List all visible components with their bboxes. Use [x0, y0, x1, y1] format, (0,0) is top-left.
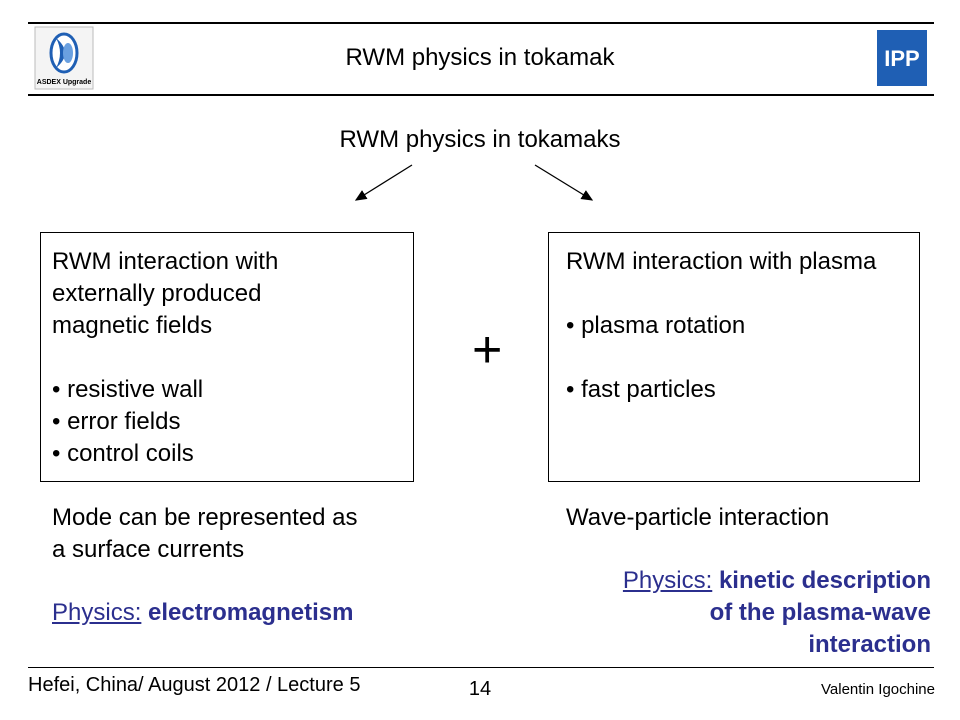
ipp-logo-text: IPP: [884, 46, 919, 71]
right-physics-line: of the plasma-wave: [709, 599, 931, 626]
left-box-heading: RWM interaction with externally produced…: [52, 246, 278, 342]
slide-title: RWM physics in tokamaks: [339, 126, 621, 153]
left-note-line: a surface currents: [52, 536, 245, 563]
arrow-right: [534, 164, 594, 201]
bullet-text: plasma rotation: [581, 312, 746, 339]
right-bullet-item: • plasma rotation: [566, 312, 746, 339]
left-heading-line: externally produced: [52, 280, 262, 307]
right-box-heading: RWM interaction with plasma: [566, 248, 877, 275]
bullet-text: error fields: [67, 408, 181, 435]
right-physics-line: Physics: kinetic description: [540, 565, 931, 597]
bullet-text: control coils: [67, 440, 194, 467]
right-physics: Physics: kinetic description of the plas…: [540, 565, 931, 661]
right-physics-line: interaction: [808, 631, 931, 658]
right-box: [548, 232, 920, 482]
bullet-item: • control coils: [52, 440, 194, 467]
arrow-left: [354, 164, 413, 201]
header-title: RWM physics in tokamak: [345, 44, 615, 71]
physics-text: kinetic description: [718, 567, 931, 594]
left-heading-line: RWM interaction with: [52, 248, 279, 275]
header-bottom-rule: [28, 94, 934, 96]
footer-rule: [28, 667, 934, 668]
footer-author: Valentin Igochine: [821, 681, 935, 698]
asdex-upgrade-logo: ASDEX Upgrade: [34, 26, 94, 90]
bullet-text: resistive wall: [67, 376, 204, 403]
header-top-rule: [28, 22, 934, 24]
ipp-logo: IPP: [877, 30, 927, 86]
plus-sign: +: [472, 321, 503, 379]
bullet-item: • error fields: [52, 408, 181, 435]
physics-link[interactable]: Physics:: [52, 599, 142, 626]
left-note-line: Mode can be represented as: [52, 504, 358, 531]
physics-link[interactable]: Physics:: [622, 567, 713, 594]
left-box-bullets: • resistive wall • error fields • contro…: [52, 374, 203, 470]
left-box: [40, 232, 414, 482]
footer-event: Hefei, China/ August 2012 / Lecture 5: [28, 674, 361, 696]
page-number: 14: [468, 678, 492, 700]
left-heading-line: magnetic fields: [52, 312, 213, 339]
left-note: Mode can be represented as a surface cur…: [52, 502, 358, 566]
bullet-item: • resistive wall: [52, 376, 204, 403]
bullet-text: fast particles: [581, 376, 716, 403]
right-note-line: Wave-particle interaction: [566, 504, 830, 531]
physics-text: electromagnetism: [148, 599, 354, 626]
left-physics: Physics: electromagnetism: [52, 597, 353, 629]
right-bullet-item: • fast particles: [566, 376, 716, 403]
logo-caption: ASDEX Upgrade: [37, 79, 92, 86]
